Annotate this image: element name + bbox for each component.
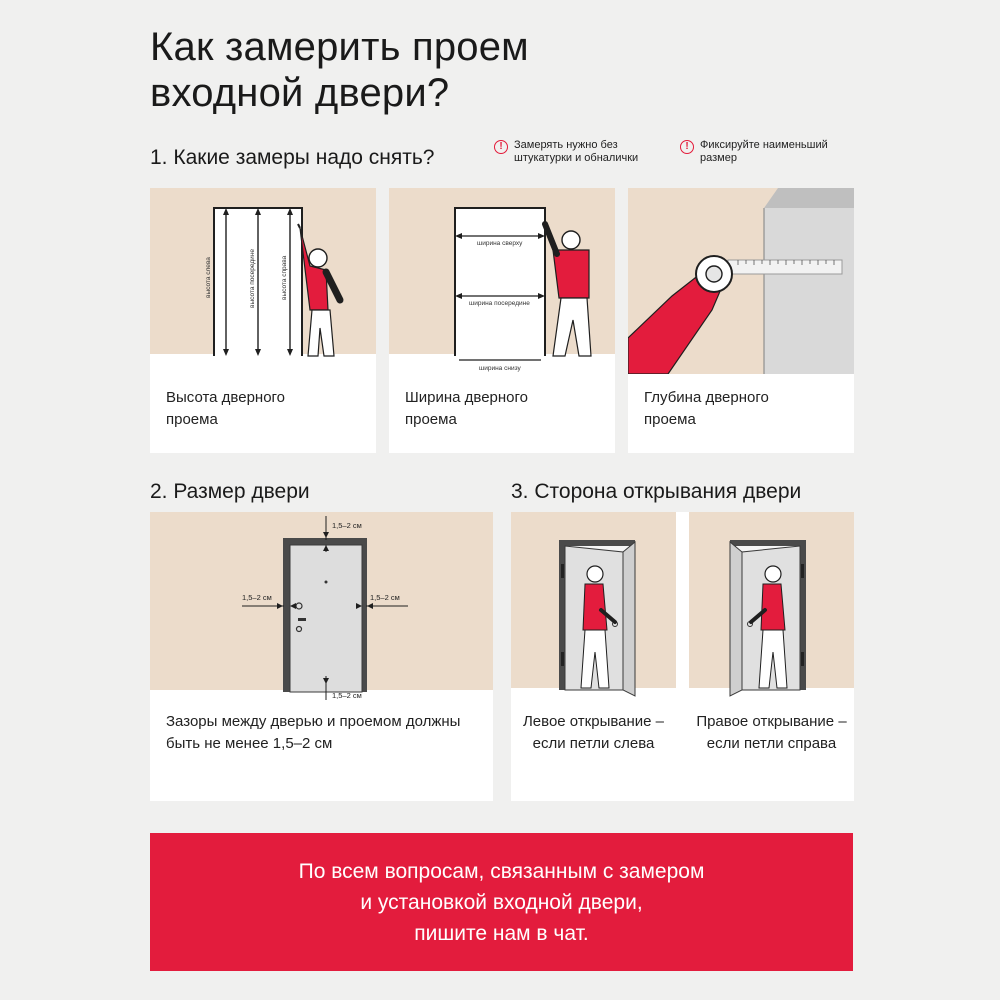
illustration-left-opening: [511, 512, 676, 700]
card-opening-side: Левое открывание – если петли слева Прав…: [511, 512, 854, 801]
note-no-plaster: ! Замерять нужно без штукатурки и обнали…: [494, 139, 664, 165]
card-door-size: 1,5–2 см 1,5–2 см 1,5–2 см 1,5–2 см Зазо…: [150, 512, 493, 801]
caption-right-opening: Правое открывание – если петли справа: [696, 713, 847, 752]
caption-width: Ширина дверного проема: [405, 389, 528, 428]
section-3-heading: 3. Сторона открывания двери: [511, 480, 802, 503]
illustration-depth: [628, 188, 854, 374]
section-1-heading: 1. Какие замеры надо снять?: [150, 146, 435, 169]
warning-circle-icon: !: [680, 140, 694, 154]
card-height: высота слева высота посередине высота сп…: [150, 188, 376, 453]
illustration-door-gaps: 1,5–2 см 1,5–2 см 1,5–2 см 1,5–2 см: [150, 512, 493, 700]
illustration-width: ширина сверху ширина посередине ширина с…: [389, 188, 615, 374]
note-min-size: ! Фиксируйте наименьший размер: [680, 139, 860, 165]
caption-door-gaps: Зазоры между дверью и проемом должны быт…: [166, 713, 461, 752]
label-height-middle: высота посередине: [249, 249, 256, 308]
card-depth: Глубина дверного проема: [628, 188, 854, 453]
gap-label-bottom: 1,5–2 см: [332, 691, 362, 700]
banner-text: По всем вопросам, связанным с замером и …: [298, 859, 705, 945]
illustration-height: высота слева высота посередине высота сп…: [150, 188, 376, 374]
gap-label-left: 1,5–2 см: [242, 593, 272, 602]
card-width: ширина сверху ширина посередине ширина с…: [389, 188, 615, 453]
label-width-bottom: ширина снизу: [479, 365, 521, 372]
illustration-right-opening: [689, 512, 854, 700]
gap-label-top: 1,5–2 см: [332, 521, 362, 530]
warning-circle-icon: !: [494, 140, 508, 154]
label-height-right: высота справа: [281, 255, 288, 300]
caption-height: Высота дверного проема: [166, 389, 286, 428]
note-text: Замерять нужно без штукатурки и обналичк…: [514, 139, 639, 164]
note-text: Фиксируйте наименьший размер: [700, 139, 828, 164]
gap-label-right: 1,5–2 см: [370, 593, 400, 602]
label-height-left: высота слева: [205, 257, 212, 298]
caption-left-opening: Левое открывание – если петли слева: [522, 713, 665, 752]
title-line-1: Как замерить проем: [150, 25, 529, 69]
section-2-heading: 2. Размер двери: [150, 480, 310, 503]
label-width-middle: ширина посередине: [469, 300, 530, 307]
caption-depth: Глубина дверного проема: [644, 389, 769, 428]
contact-banner: По всем вопросам, связанным с замером и …: [150, 833, 853, 971]
page-title: Как замерить проем входной двери?: [150, 24, 529, 116]
title-line-2: входной двери?: [150, 71, 450, 115]
label-width-top: ширина сверху: [477, 240, 523, 247]
